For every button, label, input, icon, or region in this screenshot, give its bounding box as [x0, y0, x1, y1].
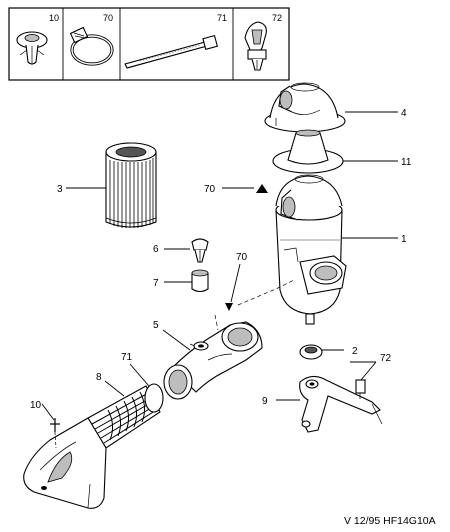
callout-5: 5 — [153, 320, 159, 331]
panel-number-71: 71 — [217, 13, 227, 23]
callout-4: 4 — [401, 108, 407, 119]
part-3-filter-element — [105, 142, 157, 228]
cable-tie-icon — [124, 34, 219, 69]
callout-9: 9 — [262, 396, 268, 407]
reference-code: V 12/95 HF14G10A — [344, 515, 436, 527]
part-4-cover — [264, 82, 346, 133]
callout-2: 2 — [352, 346, 358, 357]
callout-70-mid: 70 — [236, 252, 248, 263]
part-9-bracket — [299, 375, 383, 433]
callout-10: 10 — [30, 400, 42, 411]
callout-70-top: 70 — [204, 184, 216, 195]
part-1-filter-housing — [275, 174, 347, 325]
callout-11: 11 — [401, 157, 412, 168]
part-72-clip — [355, 379, 366, 399]
hose-clamp-icon — [69, 26, 114, 66]
hardware-panel: 10 70 71 72 — [8, 7, 290, 81]
clamp-marker-icon — [225, 303, 233, 311]
part-6-fastener — [191, 238, 209, 263]
push-rivet-icon — [16, 31, 48, 65]
part-2-drain-valve — [299, 344, 323, 360]
part-7-grommet — [191, 269, 209, 293]
callout-6: 6 — [153, 244, 159, 255]
callout-1: 1 — [401, 234, 407, 245]
callout-8: 8 — [96, 372, 102, 383]
part-8-intake-hose — [23, 383, 164, 509]
callout-72: 72 — [380, 353, 392, 364]
part-5-inlet-duct — [163, 321, 263, 400]
clamp-marker-icon — [256, 184, 268, 193]
panel-number-72: 72 — [272, 13, 282, 23]
rivet-marker-icon — [50, 418, 60, 432]
clip-fastener-icon — [244, 21, 267, 71]
callout-3: 3 — [57, 184, 63, 195]
panel-number-10: 10 — [49, 13, 59, 23]
callout-71: 71 — [121, 352, 133, 363]
part-11-seal — [272, 129, 344, 174]
callout-7: 7 — [153, 278, 159, 289]
panel-number-70: 70 — [103, 13, 113, 23]
